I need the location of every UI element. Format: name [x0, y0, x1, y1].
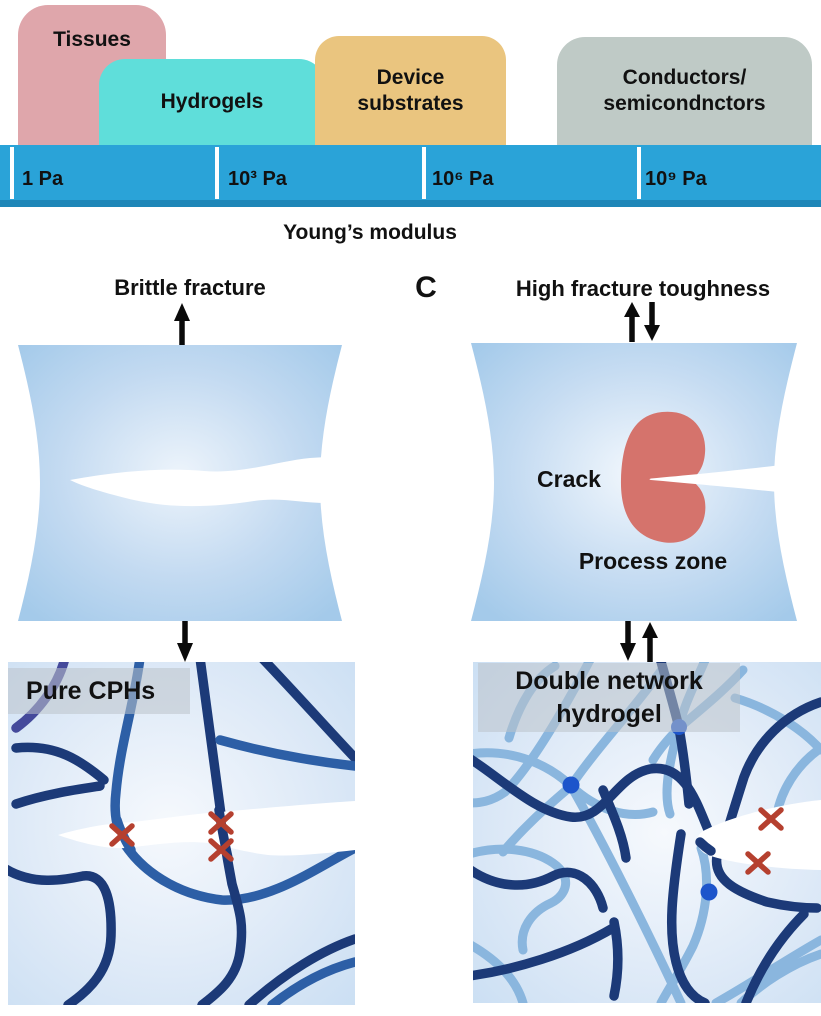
device-substrates-label-line2: substrates [357, 91, 464, 115]
polymer-strand [741, 909, 809, 1003]
polymer-strand [711, 935, 821, 1003]
axis-tick-label-1e6: 10⁶ Pa [432, 168, 494, 190]
axis-tick-1e6 [422, 147, 426, 199]
crosslink-dot [700, 883, 718, 901]
polymer-strand [195, 662, 247, 1005]
axis-tick-1e9 [637, 147, 641, 199]
broken-bond-x-icon [208, 838, 234, 862]
tension-arrow-down-icon [177, 620, 193, 662]
hydrogels-label: Hydrogels [160, 90, 264, 113]
crosslink-dot [562, 776, 580, 794]
axis-caption: Young’s modulus [283, 221, 457, 244]
polymer-strand [473, 923, 618, 981]
polymer-strand [267, 957, 355, 1005]
cyclic-arrows-bottom-icon [620, 620, 658, 662]
tissues-label: Tissues [53, 28, 131, 51]
process-zone-label: Process zone [578, 548, 728, 574]
severed-strand-end [695, 837, 716, 856]
broken-bond-x-icon [745, 851, 771, 875]
broken-bond-marks [745, 807, 784, 875]
broken-bond-marks [109, 811, 234, 862]
broken-bond-x-icon [208, 811, 234, 835]
axis-tick-label-1e3: 10³ Pa [228, 168, 287, 190]
polymer-strand [244, 934, 355, 1005]
crack-label: Crack [537, 466, 601, 492]
tough-specimen-graphic [471, 343, 797, 621]
broken-bond-x-icon [109, 823, 135, 847]
tension-arrow-up-icon [174, 303, 190, 348]
brittle-crack [70, 456, 342, 507]
conductors-label-line2: semicondnctors [603, 92, 766, 115]
device-substrates-label-line1: Device [376, 65, 445, 89]
double-network-label-line1: Double network [515, 667, 703, 695]
polymer-strand [473, 844, 570, 955]
modulus-axis-bar [0, 145, 821, 207]
broken-bond-x-icon [758, 807, 784, 831]
axis-tick-1e3 [215, 147, 219, 199]
polymer-strand [473, 865, 608, 913]
pure-cph-network-graphic [8, 662, 355, 1005]
polymer-strand [656, 843, 712, 1003]
double-network-label-band: Double network hydrogel [478, 663, 740, 732]
polymer-strand [711, 851, 821, 913]
panel-letter-c: C [415, 271, 437, 304]
polymer-strand [8, 864, 116, 1005]
process-zone-shape [620, 411, 706, 543]
polymer-strand [259, 662, 355, 763]
axis-tick-1pa [10, 147, 14, 199]
conductors-box: Conductors/ semicondnctors [557, 37, 812, 145]
device-substrates-box: Device substrates [315, 36, 506, 145]
polymer-strand [11, 742, 109, 785]
hydrogels-box: Hydrogels [99, 59, 325, 145]
axis-tick-label-1pa: 1 Pa [22, 168, 64, 190]
blunted-crack [649, 463, 797, 494]
polymer-strand [566, 781, 686, 1003]
brittle-fracture-title: Brittle fracture [114, 275, 266, 300]
polymer-strand [609, 917, 623, 1001]
cyclic-arrows-top-icon [624, 302, 660, 342]
pure-cphs-label: Pure CPHs [26, 677, 156, 705]
brittle-specimen-graphic [18, 345, 342, 621]
polymer-strand [215, 735, 355, 771]
cph-polymer-strands [8, 662, 355, 1005]
pure-cphs-label-band: Pure CPHs [8, 668, 190, 714]
axis-tick-label-1e9: 10⁹ Pa [645, 168, 707, 190]
polymer-strand [598, 785, 631, 863]
polymer-strand [11, 781, 105, 809]
blunted-network-crack [696, 800, 821, 870]
polymer-strand [720, 697, 821, 843]
high-fracture-toughness-title: High fracture toughness [515, 276, 771, 301]
double-network-label-line2: hydrogel [556, 700, 662, 728]
polymer-strand [666, 829, 710, 1003]
conductors-label-line1: Conductors/ [622, 66, 747, 89]
